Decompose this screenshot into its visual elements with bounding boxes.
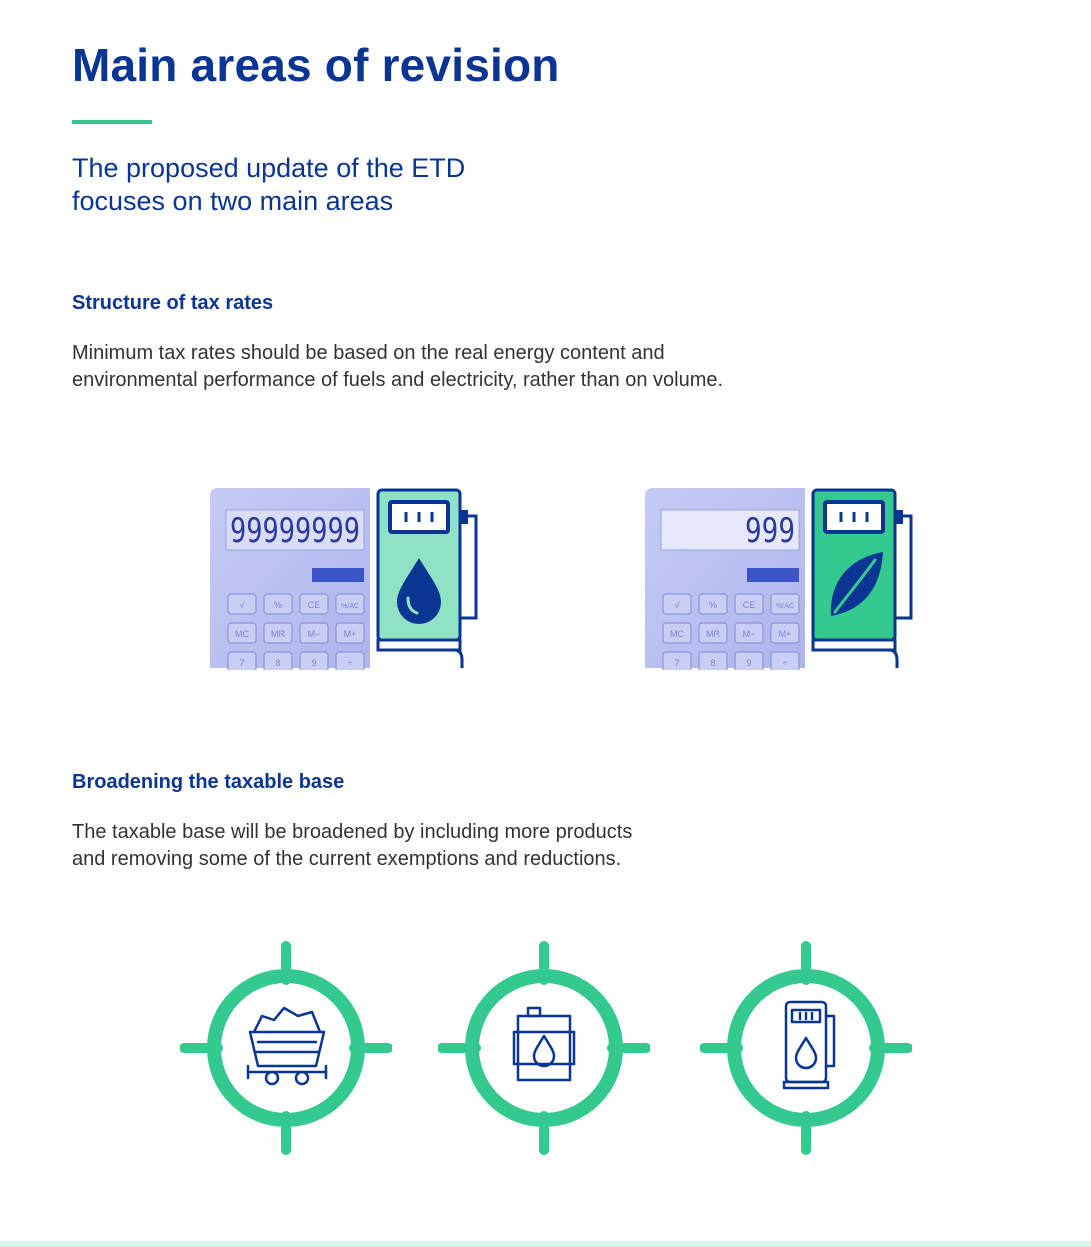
bottom-band: [0, 1241, 1091, 1247]
calc-key: ÷: [783, 658, 788, 668]
page-subtitle: The proposed update of the ETD focuses o…: [72, 152, 592, 218]
calc-key: ÷: [348, 658, 353, 668]
subtitle-line: The proposed update of the ETD: [72, 153, 466, 183]
calc-key: %: [709, 600, 717, 610]
body-line: environmental performance of fuels and e…: [72, 369, 724, 391]
calculator-display-value: 999: [745, 511, 795, 551]
target-oil-barrel: [438, 941, 650, 1155]
drop-icon: [397, 558, 441, 624]
drop-icon: [794, 1036, 818, 1070]
calculator-pump-illustration-drop: 99999999 √ % CE %/AC MC MR M− M+ 7 8 9 ÷: [210, 488, 478, 670]
coal-cart-icon: [246, 1006, 328, 1086]
fuel-pump-icon: [811, 488, 913, 668]
target-coal-cart: [180, 941, 392, 1155]
section-heading-taxable-base: Broadening the taxable base: [72, 771, 345, 793]
calc-key: M+: [344, 629, 357, 639]
fuel-pump-icon: [376, 488, 478, 668]
calc-key: √: [675, 600, 680, 610]
calc-key: MC: [235, 629, 249, 639]
calc-key: %: [274, 600, 282, 610]
calc-key: MC: [670, 629, 684, 639]
calc-key: M+: [779, 629, 792, 639]
calculator-icon: 999 √ % CE %/AC MC MR M− M+ 7 8 9 ÷: [645, 488, 805, 670]
calc-key: M−: [308, 629, 321, 639]
calc-key: √: [240, 600, 245, 610]
calculator-solar-panel: [312, 568, 364, 582]
calc-key: 7: [239, 658, 244, 668]
calc-key: MR: [706, 629, 720, 639]
oil-barrel-icon: [512, 1006, 576, 1082]
crosshair-icon: [438, 941, 650, 1155]
calc-key: 9: [746, 658, 751, 668]
body-line: and removing some of the current exempti…: [72, 848, 622, 870]
calc-key: %/AC: [776, 603, 794, 610]
calc-key: %/AC: [341, 603, 359, 610]
crosshair-icon: [180, 941, 392, 1155]
section-heading-tax-rates: Structure of tax rates: [72, 292, 274, 314]
section-body-tax-rates: Minimum tax rates should be based on the…: [72, 340, 792, 394]
calculator-icon: 99999999 √ % CE %/AC MC MR M− M+ 7 8 9 ÷: [210, 488, 370, 670]
calculator-display: [660, 509, 800, 551]
calc-key: CE: [743, 600, 756, 610]
body-line: Minimum tax rates should be based on the…: [72, 342, 665, 364]
drop-icon: [532, 1034, 556, 1068]
crosshair-icon: [700, 941, 912, 1155]
subtitle-line: focuses on two main areas: [72, 186, 394, 216]
page-title: Main areas of revision: [72, 39, 560, 91]
calc-key: 7: [674, 658, 679, 668]
calculator-solar-panel: [747, 568, 799, 582]
calc-key: M−: [743, 629, 756, 639]
calc-key: CE: [308, 600, 321, 610]
calculator-display: [225, 509, 365, 551]
calc-key: MR: [271, 629, 285, 639]
calc-key: 8: [710, 658, 715, 668]
section-body-taxable-base: The taxable base will be broadened by in…: [72, 819, 792, 873]
calculator-pump-illustration-leaf: 999 √ % CE %/AC MC MR M− M+ 7 8 9 ÷: [645, 488, 913, 670]
calc-key: 8: [275, 658, 280, 668]
target-fuel-pump: [700, 941, 912, 1155]
calculator-display-value: 99999999: [230, 511, 360, 551]
body-line: The taxable base will be broadened by in…: [72, 821, 633, 843]
title-accent-line: [72, 120, 152, 124]
calc-key: 9: [311, 658, 316, 668]
fuel-pump-icon: [782, 1000, 836, 1090]
